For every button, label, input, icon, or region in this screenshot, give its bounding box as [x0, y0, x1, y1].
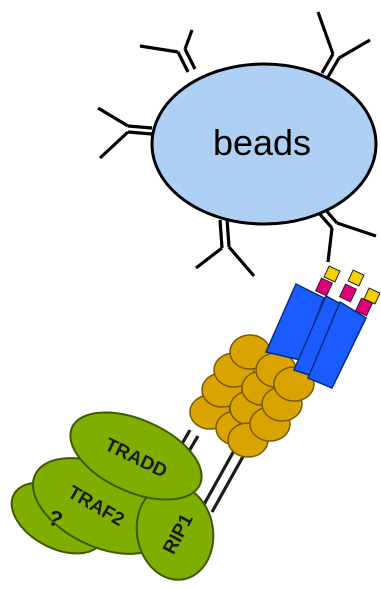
antibody-top [140, 30, 195, 72]
antibody-left [98, 108, 152, 158]
antibody-bottom-left [196, 219, 254, 276]
beads-label: beads [213, 122, 311, 163]
adaptor-proteins [0, 395, 221, 584]
antibody-top-right [318, 12, 370, 77]
antibody-bottom-right [318, 207, 376, 262]
